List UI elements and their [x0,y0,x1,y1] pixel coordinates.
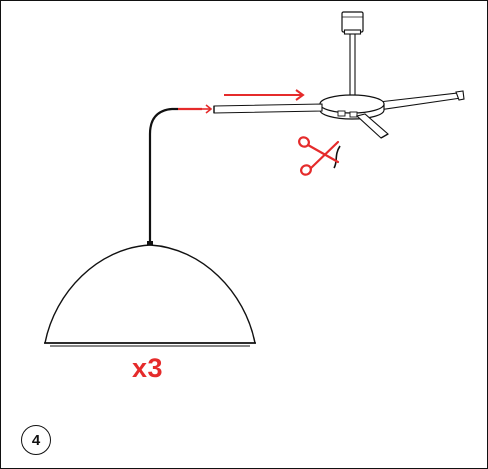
pendant-cable [148,107,178,244]
step-number: 4 [31,431,41,449]
center-hub [319,94,385,120]
pendant-lamp-icon [44,241,256,347]
cut-cable-end [333,145,341,169]
ceiling-canopy-icon [341,11,364,33]
quantity-label: x3 [132,353,164,383]
arrow-right-icon [196,104,213,114]
arm-front [355,113,389,139]
step-badge: 4 [21,425,51,455]
scissors-icon [298,136,340,176]
arm-left [213,103,323,114]
arrow-right-icon [224,89,305,101]
suspension-rod [343,29,362,97]
